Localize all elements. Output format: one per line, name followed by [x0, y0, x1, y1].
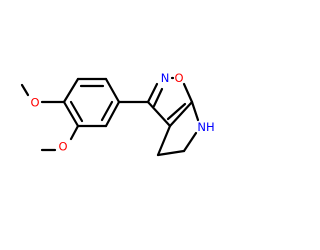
- bond-o1-methyl: [20, 83, 30, 97]
- bond-o-c6a: [182, 82, 194, 104]
- bond-c3a-c3: [146, 100, 172, 128]
- bond-nh-c5: [182, 131, 198, 153]
- bond-c6a-nh: [190, 100, 200, 122]
- isoxazole-ring: [146, 76, 194, 128]
- bond-ring-c1-c2: [104, 77, 121, 104]
- bond-c4-c3a: [156, 124, 172, 157]
- atom-label-n2: NH: [197, 120, 214, 134]
- bond-c3-n: [146, 82, 159, 104]
- bond-c6a-c3a: [168, 100, 194, 128]
- bond-c5-o2: [69, 124, 80, 141]
- bond-ring-c6-c1: [104, 100, 121, 128]
- bond-c3-n-double: [152, 87, 164, 108]
- atom-label-o3: O: [174, 71, 183, 85]
- bond-c6a-c3a-double: [166, 102, 187, 121]
- atom-label-o1: O: [30, 96, 39, 110]
- pyrroline-ring: [156, 100, 200, 157]
- bond-c5-c4: [156, 149, 186, 157]
- benzene-ring: [62, 77, 121, 128]
- bond-ring-double-right: [100, 100, 114, 122]
- atom-label-n1: N: [161, 71, 170, 85]
- methoxy-groups: [20, 83, 80, 152]
- bond-ring-c4-c5: [62, 100, 80, 128]
- bond-ring-c3-c4: [62, 77, 80, 104]
- atom-label-o2: O: [58, 140, 67, 154]
- bond-ring-double-left: [69, 100, 84, 123]
- molecule-structure-diagram: O O O N NH: [20, 71, 215, 157]
